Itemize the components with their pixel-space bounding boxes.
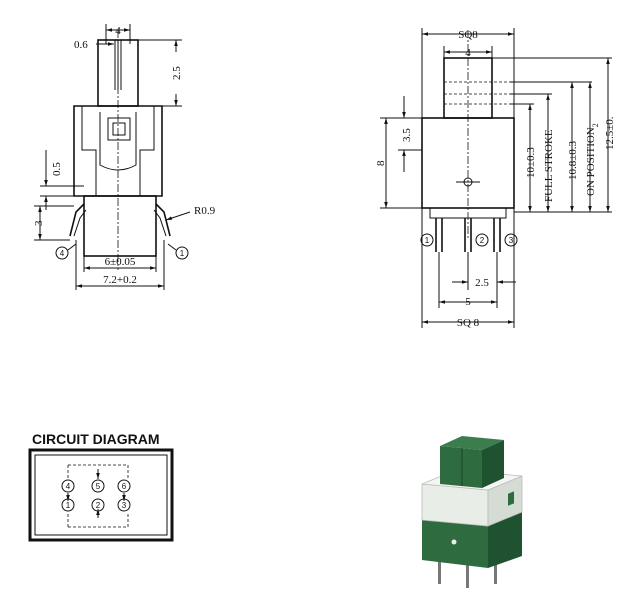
right-dim-8: 8 [375, 160, 387, 166]
switch-product-illustration [421, 436, 523, 588]
product-pin-right [494, 560, 497, 584]
left-base [83, 195, 157, 257]
product-pin-middle [466, 562, 469, 588]
circuit-diagram: CIRCUIT DIAGRAM 4 5 6 1 2 3 [28, 431, 174, 542]
product-body-side [488, 512, 522, 568]
circuit-pin-2-label: 2 [96, 501, 101, 510]
right-terminal-2 [464, 218, 472, 252]
left-pin-4-marker [55, 246, 69, 260]
circuit-pin-5-label: 5 [96, 482, 101, 491]
circuit-pin-6-label: 6 [122, 482, 127, 491]
left-dim-0-6: 0.6 [74, 39, 88, 51]
right-front-view: SQ8 4 3.5 8 10±0.3 FULL STROKE 10.8±0.3 [375, 28, 616, 329]
left-dim-2-5: 2.5 [171, 66, 183, 80]
right-dim-3-5: 3.5 [401, 128, 413, 142]
product-band-front [421, 483, 489, 527]
right-pin-1-marker [420, 233, 434, 247]
left-dim-7-2: 7.2+0.2 [103, 274, 137, 286]
right-dim-2-5: 2.5 [475, 277, 489, 289]
left-pin-1-label: 1 [180, 249, 185, 258]
left-dim-6: 6±0.05 [105, 256, 136, 268]
left-housing [73, 105, 163, 197]
left-dim-0-5: 0.5 [51, 162, 63, 176]
right-pin-2-label: 2 [480, 236, 485, 245]
circuit-pin-4-label: 4 [66, 482, 71, 491]
right-dim-10-8: 10.8±0.3 [567, 140, 579, 180]
product-actuator-top [440, 436, 504, 450]
circuit-pin-1-label: 1 [66, 501, 71, 510]
left-pin-4-label: 4 [60, 249, 65, 258]
circuit-diagram-title: CIRCUIT DIAGRAM [32, 431, 160, 447]
product-pin-left [438, 560, 441, 584]
left-dim-3: 3 [33, 220, 45, 226]
product-actuator-front [440, 446, 482, 488]
right-pin-1-label: 1 [425, 236, 430, 245]
circuit-pin-3-marker [117, 498, 131, 512]
right-dim-10: 10±0.3 [525, 147, 537, 178]
right-pin-3-label: 3 [509, 236, 514, 245]
right-dim-12-5: 12.5±0. [604, 116, 616, 150]
right-dim-full-stroke: FULL STROKE [543, 129, 555, 202]
left-side-view: 4 0.6 2.5 0.5 3 R0.9 4 1 6±0.05 [33, 24, 216, 290]
left-terminal-4 [69, 203, 85, 237]
left-pin-1-marker [175, 246, 189, 260]
circuit-frame [28, 448, 174, 542]
left-dim-r0-9: R0.9 [194, 205, 216, 217]
circuit-pin-5-marker [91, 479, 105, 493]
right-dim-on-position: ON POSITION2 [585, 123, 600, 196]
circuit-pin-6-marker [117, 479, 131, 493]
right-terminal-3 [493, 218, 501, 252]
left-window [107, 117, 131, 141]
left-dim-4: 4 [115, 25, 121, 37]
circuit-pin-1-marker [61, 498, 75, 512]
right-dim-5: 5 [465, 296, 471, 308]
right-dim-sq8-bottom: SQ 8 [457, 317, 480, 329]
right-dim-sq8-top: SQ8 [458, 29, 478, 41]
right-pin-2-marker [475, 233, 489, 247]
product-actuator-side [482, 440, 504, 488]
circuit-pin-4-marker [61, 479, 75, 493]
right-terminal-1 [435, 218, 443, 252]
left-terminal-1 [155, 203, 171, 237]
circuit-pin-3-label: 3 [122, 501, 127, 510]
right-dim-4: 4 [465, 47, 471, 59]
circuit-pin-2-marker [91, 498, 105, 512]
right-pin-3-marker [504, 233, 518, 247]
